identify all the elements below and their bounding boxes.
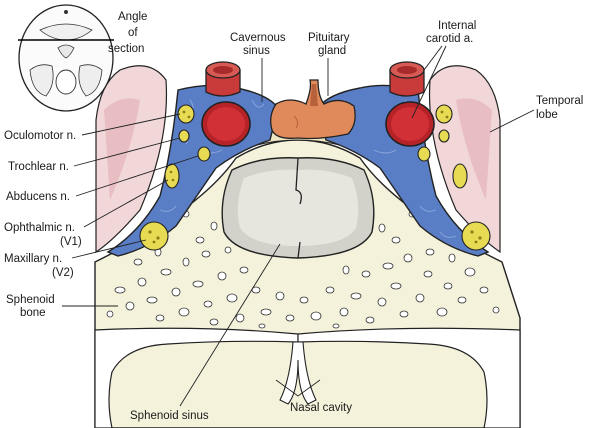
carotid-top-right (389, 61, 425, 97)
label-temporal-1: Temporal (536, 95, 583, 107)
sinus-septum (295, 157, 302, 205)
internal-carotid-artery-right (385, 101, 435, 147)
label-trochlear: Trochlear n. (8, 161, 69, 173)
maxillary-nerve-left (139, 221, 169, 251)
ophthalmic-nerve-left (164, 163, 180, 189)
label-internal-1: Internal (438, 20, 476, 32)
label-angle-2: of (128, 27, 138, 39)
pituitary-gland (270, 79, 356, 140)
label-angle-1: Angle (118, 11, 147, 23)
nerves-left (139, 104, 211, 251)
label-ophthalmic-1: Ophthalmic n. (4, 222, 75, 234)
cavernous-sinus-right (317, 84, 490, 257)
label-nasal-cavity: Nasal cavity (290, 402, 352, 414)
label-pituitary-2: gland (318, 45, 346, 57)
internal-carotid-artery-left (201, 101, 251, 147)
label-pituitary-1: Pituitary (308, 32, 350, 44)
label-cavernous-1: Cavernous (230, 32, 286, 44)
label-temporal-2: lobe (536, 109, 558, 121)
label-sphenoid-1: Sphenoid (6, 294, 55, 306)
label-internal-2: carotid a. (426, 33, 473, 45)
label-angle-3: section (108, 43, 144, 55)
trabecular-bone (106, 210, 500, 329)
maxillary-nerve-right (461, 221, 491, 251)
lower-right-bone (297, 327, 521, 428)
abducens-nerve-left (197, 146, 211, 162)
label-maxillary-1: Maxillary n. (4, 253, 62, 265)
skull-inset (18, 4, 114, 112)
label-abducens: Abducens n. (6, 191, 70, 203)
label-sphenoid-2: bone (20, 307, 46, 319)
label-ophthalmic-2: (V1) (60, 236, 82, 248)
ophthalmic-nerve-right (452, 163, 468, 189)
label-maxillary-2: (V2) (52, 267, 74, 279)
carotid-top-left (205, 61, 241, 97)
oculomotor-nerve-left (177, 104, 195, 124)
nasal-septum (279, 341, 317, 405)
abducens-nerve-right (417, 146, 431, 162)
trochlear-nerve-right (438, 129, 450, 143)
trochlear-nerve-left (178, 129, 190, 143)
label-sphenoid-sinus: Sphenoid sinus (130, 410, 209, 422)
label-oculomotor: Oculomotor n. (4, 130, 76, 142)
oculomotor-nerve-right (435, 104, 453, 124)
lower-left-bone (94, 327, 299, 428)
nerves-right (417, 104, 491, 251)
label-cavernous-2: sinus (243, 45, 270, 57)
